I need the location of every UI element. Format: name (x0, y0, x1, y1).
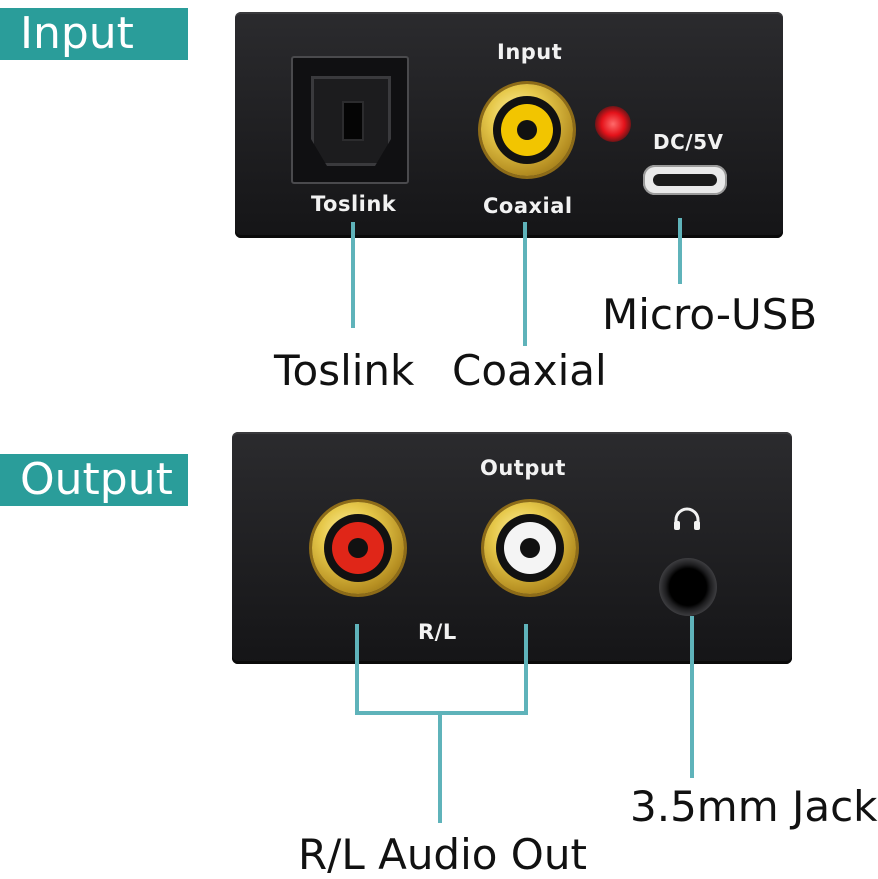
audio-out-callout-label: R/L Audio Out (298, 830, 587, 879)
micro-usb-callout-line (678, 218, 682, 284)
output-panel: Output R/L (232, 432, 792, 664)
jack-callout-label: 3.5mm Jack (630, 782, 878, 831)
toslink-socket (311, 76, 391, 166)
right-audio-port (312, 502, 404, 594)
headphone-icon (674, 507, 700, 530)
left-audio-port (484, 502, 576, 594)
toslink-core (342, 101, 364, 141)
coaxial-port (481, 84, 573, 176)
coaxial-port-label: Coaxial (483, 194, 573, 218)
output-section-tag: Output (0, 454, 188, 506)
toslink-callout-line (351, 222, 355, 328)
left-audio-callout-line (524, 624, 528, 714)
input-panel: Toslink Input Coaxial DC/5V (235, 12, 783, 238)
power-led-icon (595, 106, 631, 142)
audio-out-callout-line (438, 711, 442, 823)
coaxial-callout-line (523, 222, 527, 346)
right-audio-port-pin (348, 538, 368, 558)
input-section-tag: Input (0, 8, 188, 60)
input-port-label: Input (497, 40, 563, 64)
micro-usb-callout-label: Micro-USB (602, 290, 818, 339)
toslink-port (291, 56, 409, 184)
toslink-callout-label: Toslink (274, 346, 415, 395)
rl-port-label: R/L (418, 620, 457, 644)
jack-callout-line (690, 616, 694, 778)
left-audio-port-pin (520, 538, 540, 558)
toslink-port-label: Toslink (311, 192, 397, 216)
headphone-jack-port (659, 558, 717, 616)
coaxial-callout-label: Coaxial (452, 346, 607, 395)
coaxial-port-pin (517, 120, 537, 140)
dc-5v-label: DC/5V (653, 130, 724, 154)
output-port-label: Output (480, 456, 566, 480)
right-audio-callout-line (355, 624, 359, 714)
micro-usb-port (643, 165, 727, 195)
